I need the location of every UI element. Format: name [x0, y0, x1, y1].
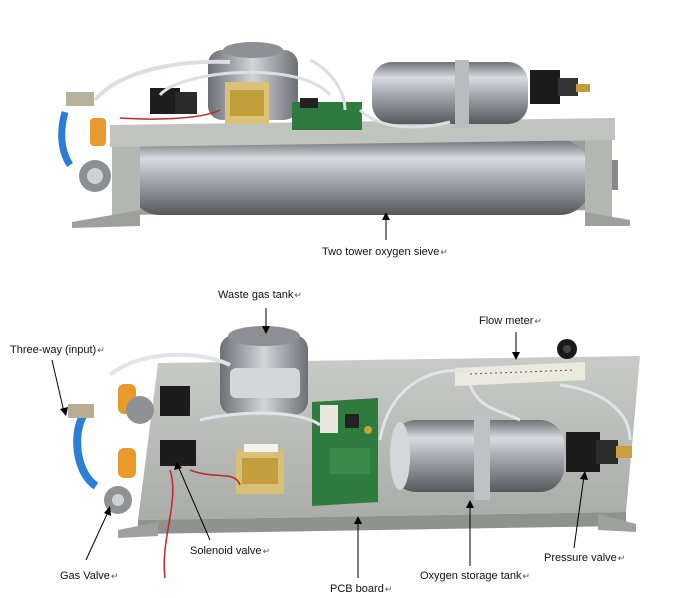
- return-mark: ↵: [294, 290, 302, 300]
- return-mark: ↵: [522, 571, 531, 581]
- return-mark: ↵: [384, 584, 393, 594]
- label-sieve: Two tower oxygen sieve↵: [322, 246, 448, 258]
- callout-arrows: [51, 308, 588, 578]
- bottom-photo: [68, 326, 640, 579]
- label-flow-meter: Flow meter↵: [479, 315, 542, 327]
- return-mark: ↵: [617, 553, 626, 563]
- return-mark: ↵: [262, 546, 271, 556]
- label-storage-tank: Oxygen storage tank↵: [420, 570, 531, 582]
- label-pcb: PCB board↵: [330, 583, 393, 595]
- return-mark: ↵: [97, 345, 105, 355]
- label-three-way: Three-way (input)↵: [10, 344, 105, 356]
- top-photo: [58, 42, 630, 228]
- label-waste-tank: Waste gas tank↵: [218, 289, 302, 301]
- arrow-sieve: [382, 212, 390, 240]
- return-mark: ↵: [110, 571, 119, 581]
- label-pressure-valve: Pressure valve↵: [544, 552, 626, 564]
- return-mark: ↵: [534, 316, 542, 326]
- return-mark: ↵: [440, 247, 448, 257]
- label-gas-valve: Gas Valve↵: [60, 570, 119, 582]
- label-solenoid: Solenoid valve↵: [190, 545, 271, 557]
